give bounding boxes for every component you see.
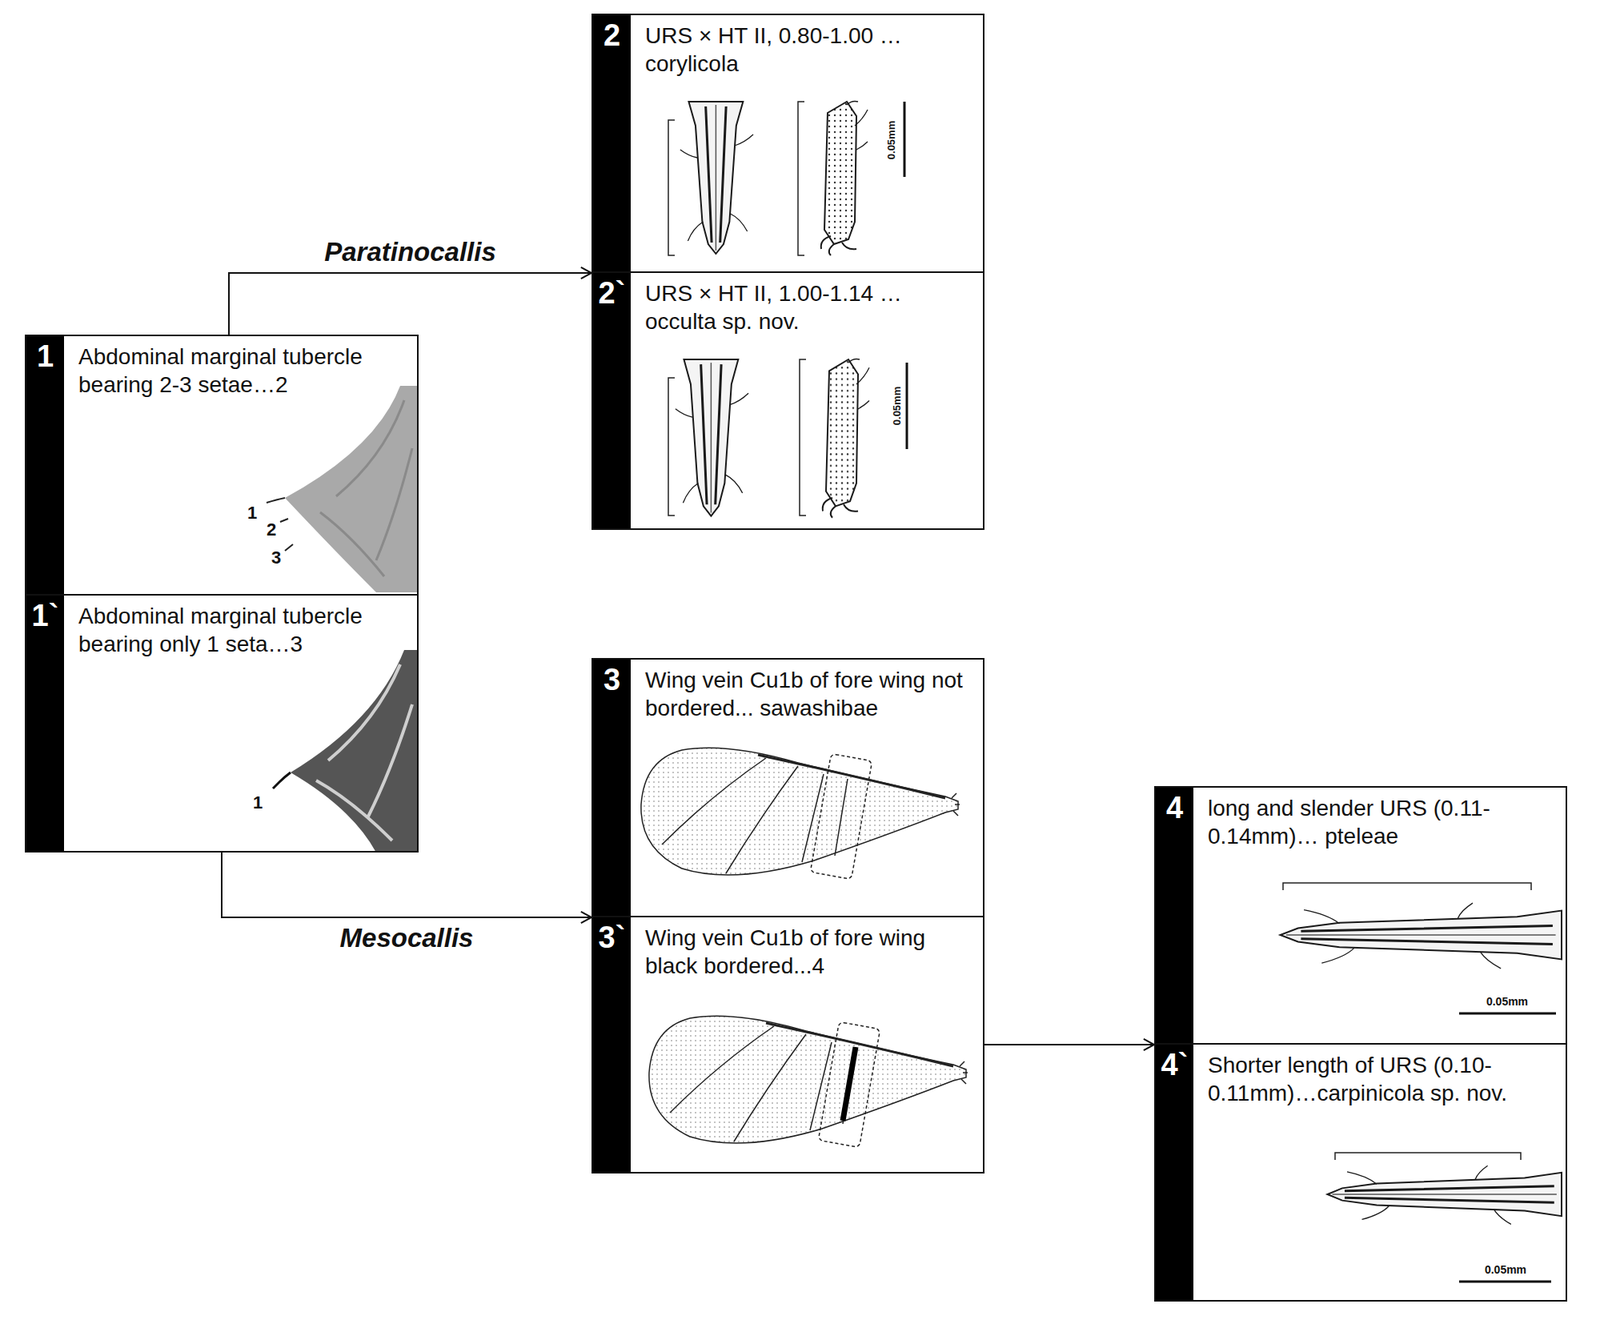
urs-drawing bbox=[680, 101, 754, 254]
couplet-number-bar: 4 bbox=[1155, 787, 1194, 1043]
couplet-number: 4` bbox=[1155, 1044, 1194, 1083]
connector-line bbox=[984, 1043, 1155, 1046]
tubercle bbox=[284, 385, 418, 593]
bracket bbox=[668, 120, 675, 256]
callout-number: 3 bbox=[271, 549, 281, 567]
tubercle-texture bbox=[316, 664, 413, 841]
key-couplet-box: 2` URS × HT II, 1.00-1.14 … occulta sp. n… bbox=[591, 271, 985, 530]
couplet-number-bar: 2` bbox=[593, 272, 631, 529]
couplet-number-bar: 4` bbox=[1155, 1044, 1194, 1300]
couplet-description: Shorter length of URS (0.10-0.11mm)…carp… bbox=[1207, 1050, 1556, 1107]
couplet-description: Abdominal marginal tubercle bearing 2-3 … bbox=[78, 342, 408, 399]
key-couplet-box: 3` Wing vein Cu1b of fore wing black bord… bbox=[591, 915, 985, 1174]
scale-label: 0.05mm bbox=[886, 120, 897, 160]
arrow-head bbox=[1143, 1038, 1155, 1051]
bracket bbox=[1283, 882, 1532, 891]
key-couplet-box: 4` Shorter length of URS (0.10-0.11mm)…ca… bbox=[1154, 1042, 1568, 1302]
couplet-number-bar: 3 bbox=[593, 659, 631, 916]
couplet-text-area: Wing vein Cu1b of fore wing not bordered… bbox=[645, 665, 974, 722]
couplet-text-area: URS × HT II, 1.00-1.14 … occulta sp. nov… bbox=[645, 279, 974, 336]
couplet-number-bar: 2 bbox=[593, 15, 631, 272]
tarsus-drawing bbox=[821, 101, 868, 257]
bracket bbox=[797, 101, 805, 256]
couplet-number: 4 bbox=[1155, 787, 1194, 826]
fore-wing bbox=[641, 747, 960, 875]
connector-line bbox=[228, 272, 592, 335]
seta bbox=[272, 772, 291, 789]
branch-label: Mesocallis bbox=[336, 922, 478, 955]
callout-number: 1 bbox=[252, 793, 263, 812]
key-couplet-box: 2 URS × HT II, 0.80-1.00 … corylicola bbox=[591, 13, 985, 273]
couplet-number: 2 bbox=[593, 15, 631, 53]
key-couplet-box: 3 Wing vein Cu1b of fore wing not bordere… bbox=[591, 657, 985, 918]
callout-number: 1 bbox=[247, 504, 257, 522]
couplet-description: URS × HT II, 1.00-1.14 … occulta sp. nov… bbox=[645, 279, 974, 336]
tarsus-drawing bbox=[822, 358, 870, 518]
seta bbox=[266, 497, 293, 551]
arrow-head bbox=[581, 267, 592, 279]
bracket bbox=[799, 359, 807, 516]
scale-bar bbox=[906, 362, 909, 450]
connector bbox=[221, 852, 592, 923]
callout-number: 2 bbox=[266, 521, 277, 539]
couplet-text-area: Shorter length of URS (0.10-0.11mm)…carp… bbox=[1207, 1050, 1556, 1107]
connector-line bbox=[221, 852, 592, 918]
couplet-description: Abdominal marginal tubercle bearing only… bbox=[78, 601, 408, 658]
couplet-text-area: Abdominal marginal tubercle bearing only… bbox=[78, 601, 408, 658]
highlight-box bbox=[810, 753, 872, 880]
bracket bbox=[668, 377, 675, 516]
highlight-box bbox=[818, 1022, 880, 1148]
couplet-number-bar: 1` bbox=[26, 595, 65, 851]
couplet-number-bar: 3` bbox=[593, 917, 631, 1172]
couplet-description: Wing vein Cu1b of fore wing not bordered… bbox=[645, 665, 974, 722]
scale-label: 0.05mm bbox=[1484, 1263, 1527, 1276]
couplet-text-area: URS × HT II, 0.80-1.00 … corylicola bbox=[645, 21, 974, 78]
couplet-number: 1 bbox=[26, 336, 65, 374]
couplet-text-area: Wing vein Cu1b of fore wing black border… bbox=[645, 923, 974, 980]
bordered-vein bbox=[842, 1046, 856, 1121]
connector bbox=[984, 1038, 1155, 1051]
couplet-number-bar: 1 bbox=[26, 336, 65, 594]
couplet-text-area: Abdominal marginal tubercle bearing 2-3 … bbox=[78, 342, 408, 399]
tubercle-texture bbox=[320, 400, 413, 577]
scale-bar bbox=[1459, 1012, 1556, 1015]
scale-label: 0.05mm bbox=[891, 386, 903, 426]
branch-label: Paratinocallis bbox=[320, 236, 500, 269]
arrow-head bbox=[581, 911, 592, 923]
connector bbox=[228, 267, 592, 335]
couplet-description: Wing vein Cu1b of fore wing black border… bbox=[645, 923, 974, 980]
urs-drawing bbox=[675, 359, 749, 517]
couplet-text-area: long and slender URS (0.11-0.14mm)… ptel… bbox=[1207, 793, 1556, 851]
urs-drawing bbox=[1280, 902, 1563, 969]
scale-label: 0.05mm bbox=[1486, 995, 1528, 1007]
couplet-number: 3` bbox=[593, 917, 631, 955]
urs-drawing bbox=[1327, 1165, 1562, 1224]
fore-wing bbox=[649, 1015, 968, 1143]
tubercle-photo bbox=[272, 649, 418, 853]
couplet-number: 3 bbox=[593, 659, 631, 698]
scale-bar bbox=[1459, 1280, 1552, 1284]
tubercle-photo bbox=[266, 385, 418, 593]
bracket bbox=[1335, 1152, 1521, 1160]
key-couplet-box: 1 Abdominal marginal tubercle bearing 2-3… bbox=[24, 334, 419, 596]
couplet-number: 2` bbox=[593, 272, 631, 311]
couplet-description: long and slender URS (0.11-0.14mm)… ptel… bbox=[1207, 793, 1556, 851]
couplet-number: 1` bbox=[26, 595, 65, 634]
scale-bar bbox=[903, 101, 907, 177]
key-couplet-box: 1` Abdominal marginal tubercle bearing on… bbox=[24, 593, 419, 853]
couplet-description: URS × HT II, 0.80-1.00 … corylicola bbox=[645, 21, 974, 78]
tubercle bbox=[290, 649, 418, 853]
